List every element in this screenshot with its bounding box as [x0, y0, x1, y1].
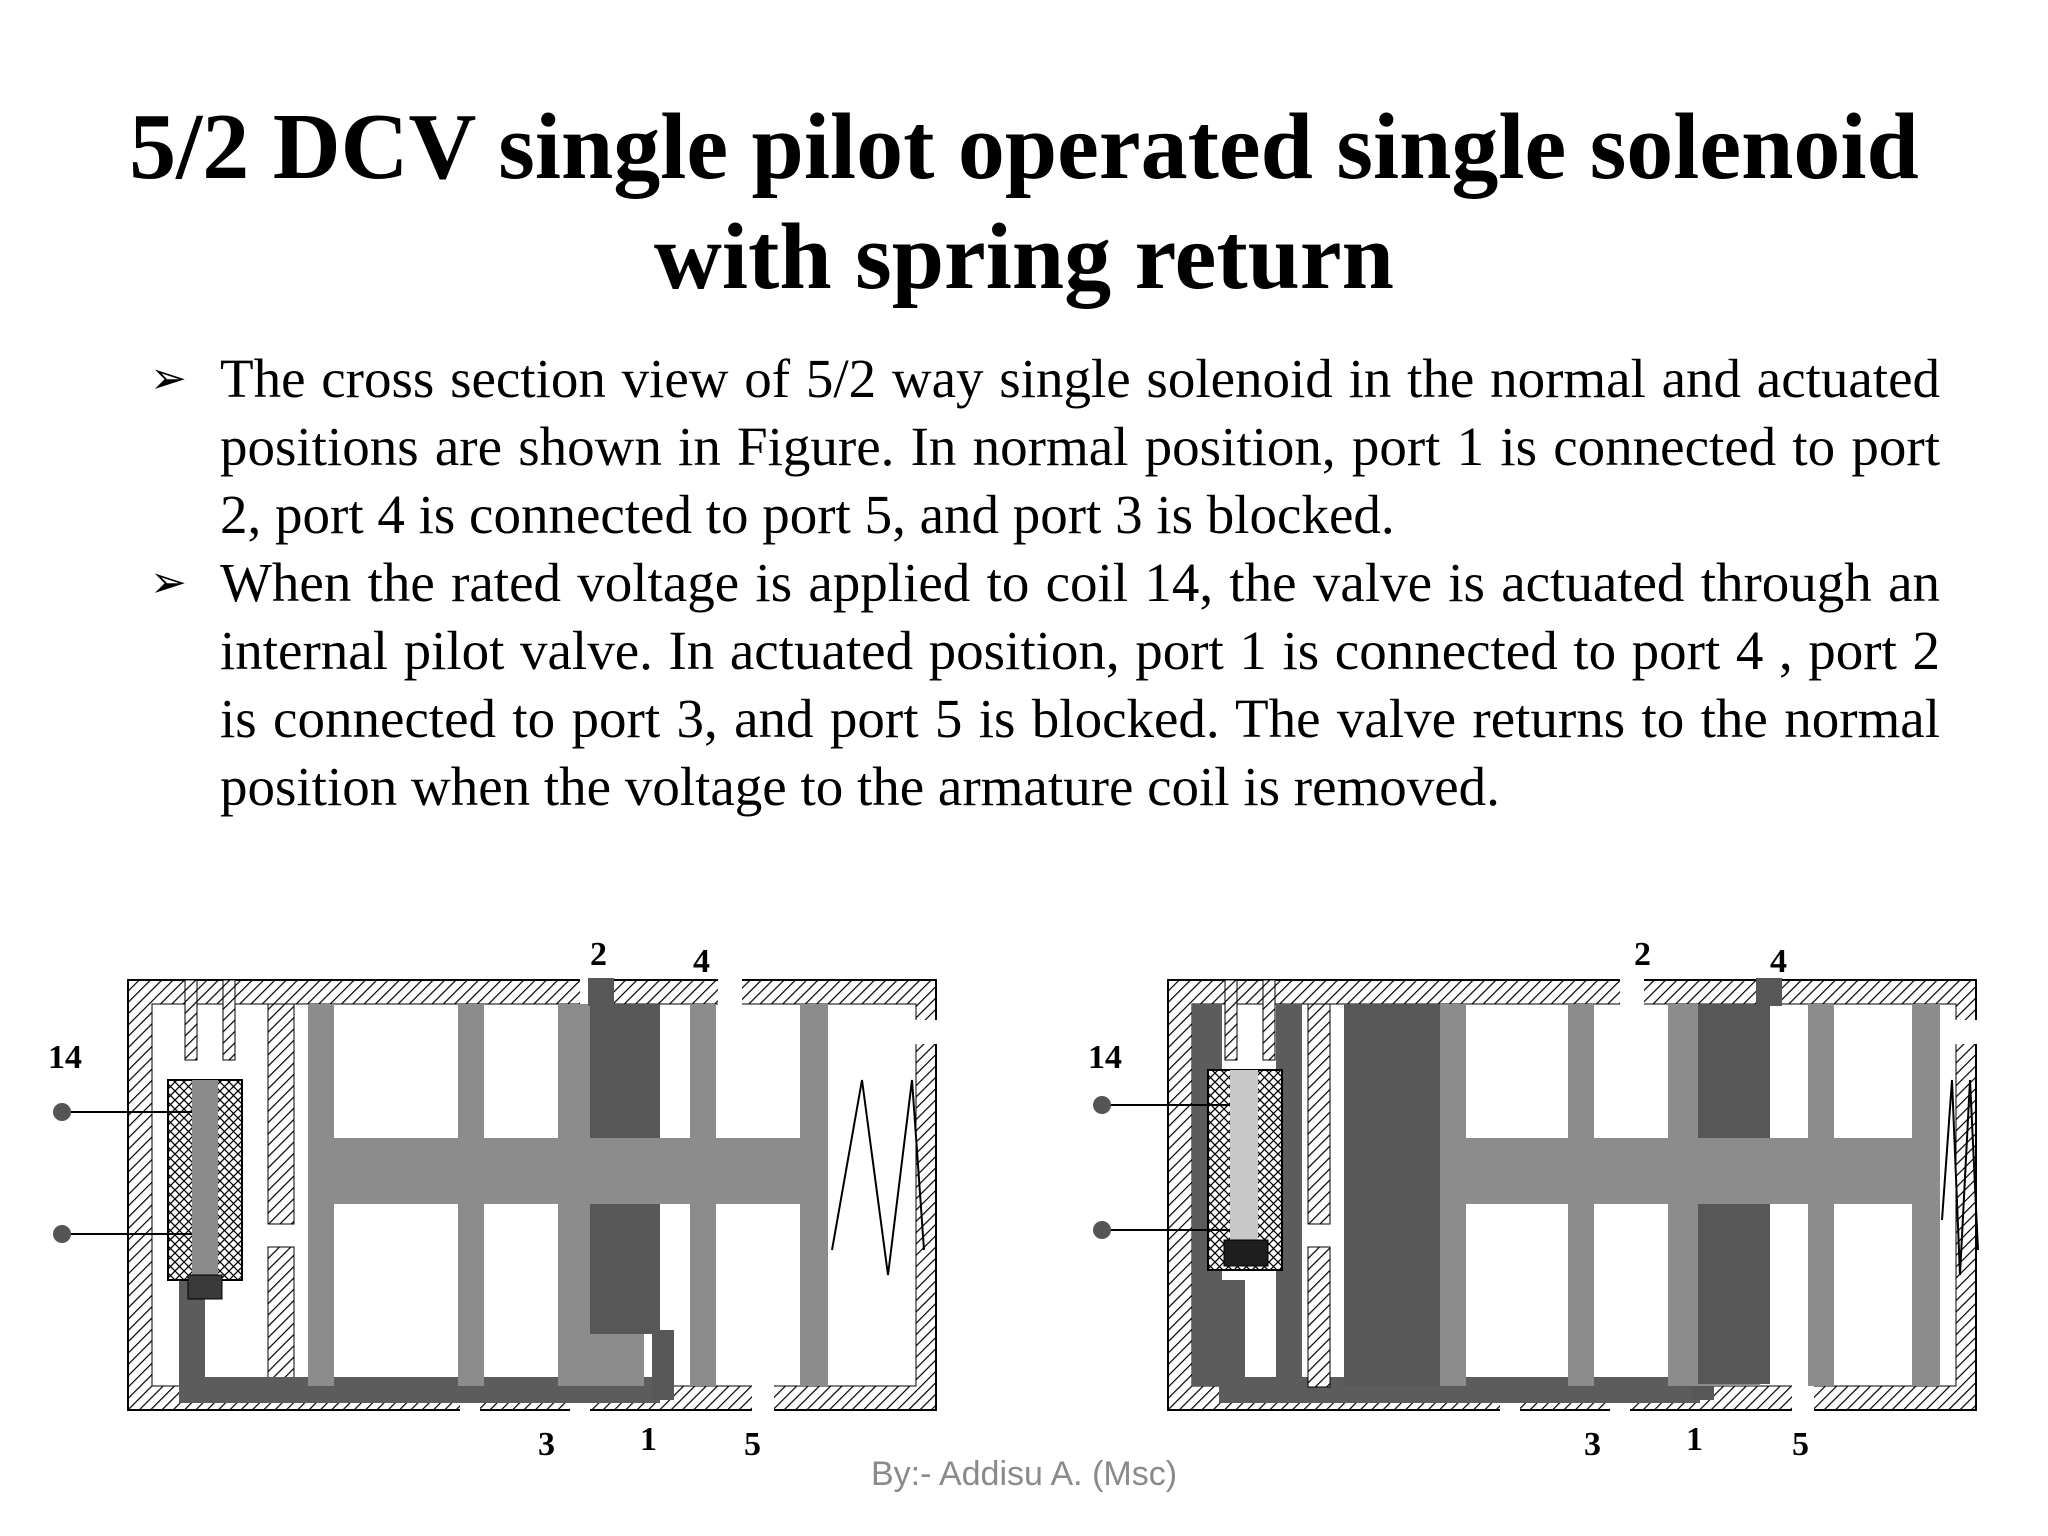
author-footer: By:- Addisu A. (Msc): [870, 1455, 1178, 1493]
spool-land: [1440, 1004, 1466, 1386]
spool-land: [800, 1004, 828, 1386]
spool-land: [458, 1004, 484, 1386]
return-spring: [1941, 1079, 1979, 1276]
spool-land: [308, 1004, 334, 1386]
arrow-bullet-icon: ➢: [150, 557, 187, 608]
pressure-chamber: [1698, 1004, 1770, 1138]
return-spring: [831, 1079, 925, 1276]
arrow-bullet-icon: ➢: [150, 353, 187, 404]
bullet-item: ➢ When the rated voltage is applied to c…: [150, 549, 1940, 821]
solenoid-core: [1230, 1070, 1258, 1240]
port-label-14: 14: [1088, 1039, 1122, 1076]
pilot-piston-chamber: [1344, 1004, 1440, 1386]
port-label-2: 2: [590, 936, 607, 973]
spool-land: [690, 1004, 716, 1386]
port-label-3: 3: [538, 1426, 555, 1463]
pilot-line: [179, 1280, 660, 1403]
valve-normal-position-diagram: 14 2 4 3 1 5: [48, 936, 938, 1463]
solenoid-core: [192, 1080, 218, 1280]
bullet-text: When the rated voltage is applied to coi…: [220, 552, 1940, 817]
spool-land: [1912, 1004, 1940, 1386]
bullet-list: ➢ The cross section view of 5/2 way sing…: [150, 345, 1940, 821]
title-line-1: 5/2 DCV single pilot operated single sol…: [129, 95, 1919, 199]
spool-land: [1808, 1004, 1834, 1386]
pressure-chamber: [1698, 1204, 1770, 1384]
slide-title: 5/2 DCV single pilot operated single sol…: [0, 92, 2048, 312]
port-label-3: 3: [1584, 1426, 1601, 1463]
port-label-5: 5: [744, 1426, 761, 1463]
pressure-chamber: [590, 1004, 660, 1138]
pilot-line: [1219, 1280, 1700, 1403]
port-label-5: 5: [1792, 1426, 1809, 1463]
port-label-1: 1: [1686, 1421, 1703, 1458]
port-label-4: 4: [1770, 943, 1787, 980]
valve-actuated-position-diagram: 14 2 4 3 1 5: [1088, 936, 1979, 1463]
port-label-4: 4: [693, 943, 710, 980]
spool-land: [1568, 1004, 1594, 1386]
port-label-2: 2: [1634, 936, 1651, 973]
port-label-1: 1: [640, 1421, 657, 1458]
title-line-2: with spring return: [654, 205, 1394, 309]
pressure-chamber: [590, 1204, 660, 1334]
port-label-14: 14: [48, 1039, 82, 1076]
bullet-item: ➢ The cross section view of 5/2 way sing…: [150, 345, 1940, 549]
valve-figures: 14 2 4 3 1 5: [0, 920, 2048, 1480]
bullet-text: The cross section view of 5/2 way single…: [220, 348, 1940, 545]
